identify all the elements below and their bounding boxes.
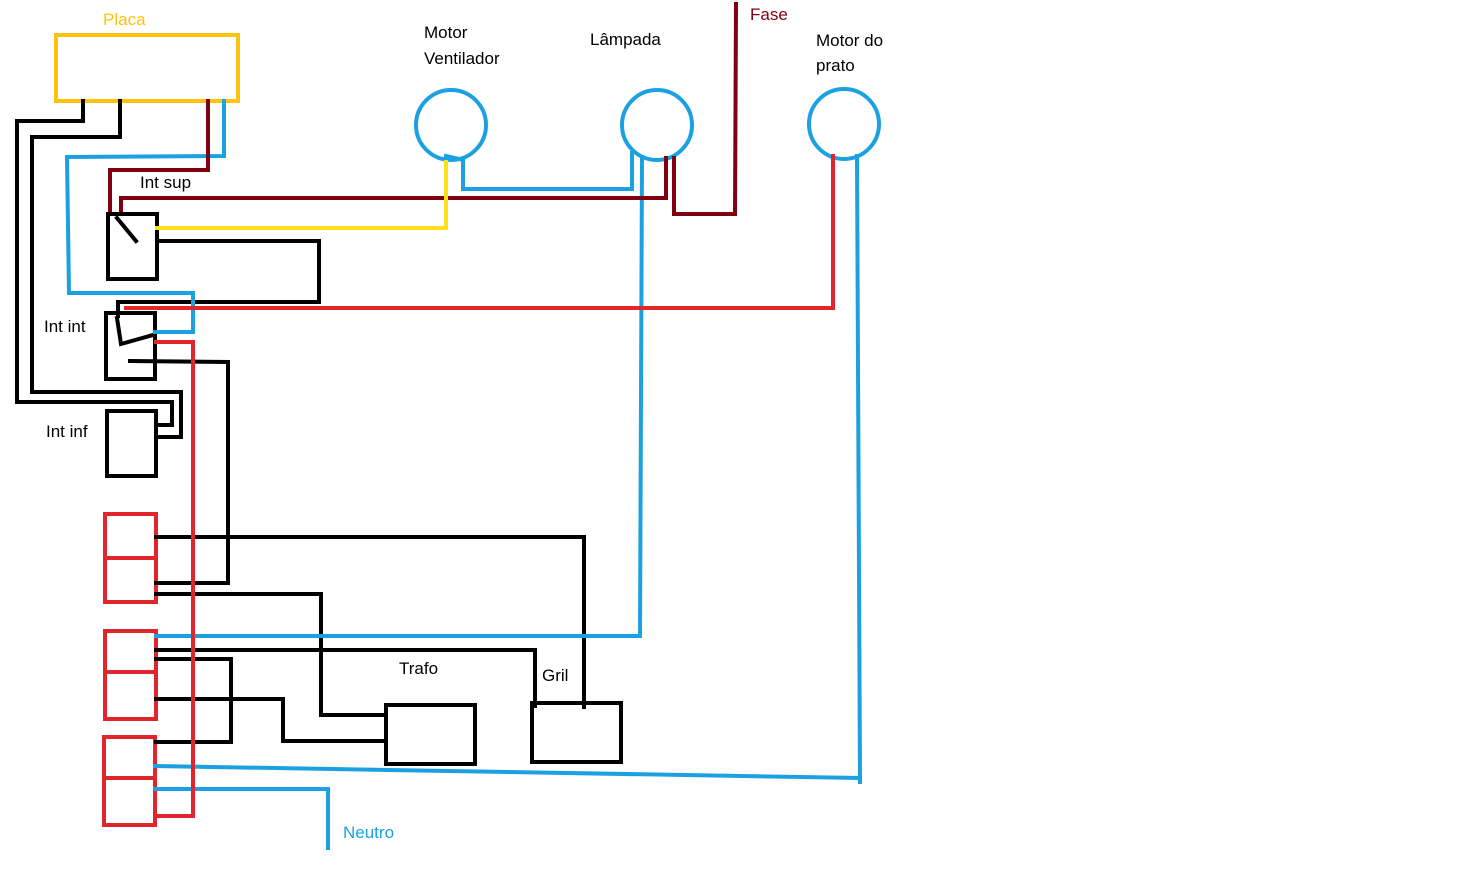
terminal-block-2 <box>103 629 158 721</box>
gril-box <box>530 701 623 764</box>
gril-label: Gril <box>542 666 568 685</box>
int-sup-box <box>106 212 159 281</box>
motor-prato-label-2: prato <box>816 56 855 75</box>
neutro-label: Neutro <box>343 823 394 842</box>
placa-label: Placa <box>103 10 146 29</box>
trafo-label: Trafo <box>399 659 438 678</box>
int-int-box <box>104 311 157 381</box>
lampada-circle <box>620 88 694 162</box>
int-inf-box <box>105 409 158 478</box>
int-sup-label: Int sup <box>140 173 191 192</box>
dark-red-wires <box>108 1 739 216</box>
blue-wires <box>64 99 863 850</box>
int-sup-contact <box>114 215 139 244</box>
black-wires <box>15 99 586 744</box>
motor-prato-label-1: Motor do <box>816 31 883 50</box>
yellow-wire <box>155 160 448 230</box>
motor-ventilador-label-1: Motor <box>424 23 468 42</box>
trafo-box <box>384 703 477 766</box>
placa-box <box>54 33 240 103</box>
fase-label: Fase <box>750 5 788 24</box>
lampada-label: Lâmpada <box>590 30 661 49</box>
red-wires <box>124 154 835 818</box>
terminal-block-3 <box>102 735 157 827</box>
int-int-contact <box>114 315 156 347</box>
int-inf-label: Int inf <box>46 422 88 441</box>
int-int-label: Int int <box>44 317 86 336</box>
motor-prato-circle <box>807 87 881 161</box>
motor-ventilador-label-2: Ventilador <box>424 49 500 68</box>
terminal-block-1 <box>103 512 158 604</box>
motor-ventilador-circle <box>414 88 488 162</box>
